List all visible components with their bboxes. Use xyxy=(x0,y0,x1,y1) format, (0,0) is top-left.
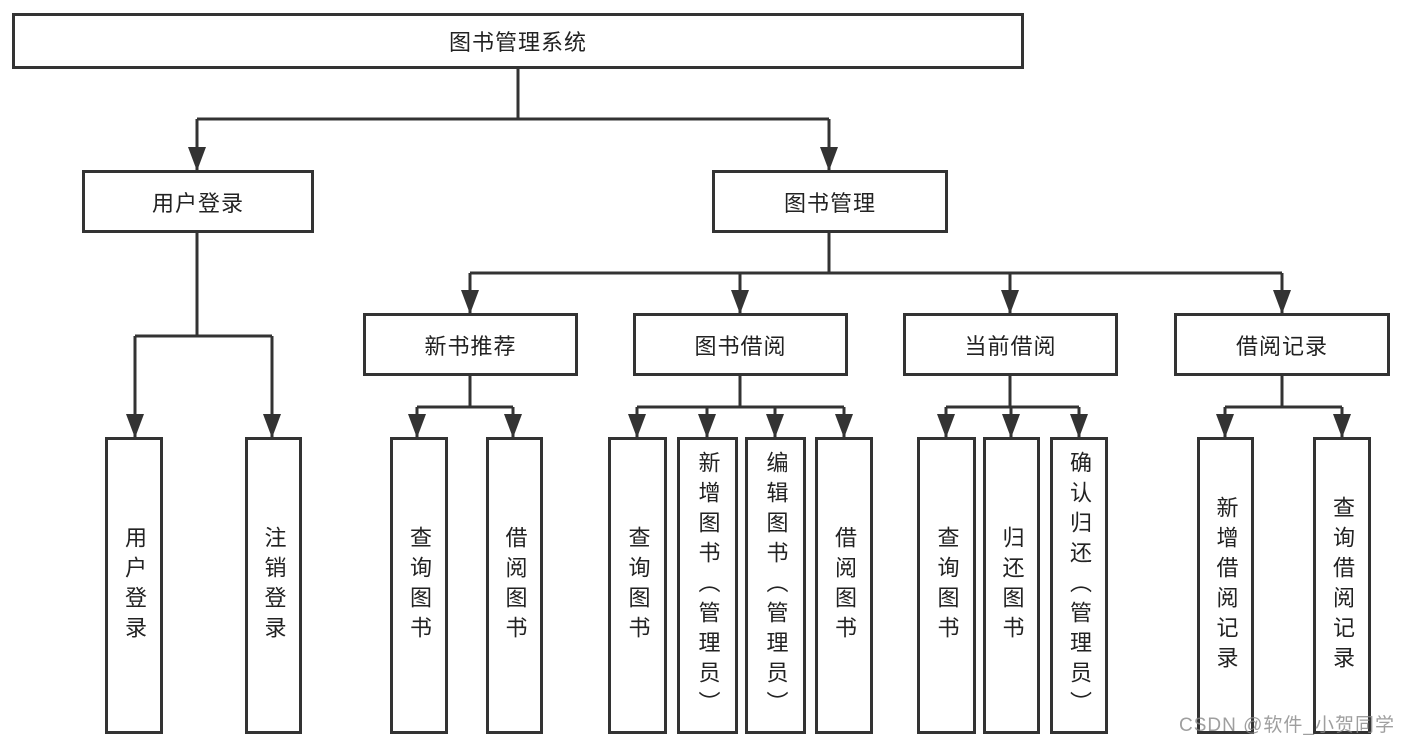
node-book-borrowing-label: 图书借阅 xyxy=(694,333,787,359)
csdn-watermark: CSDN @软件_小贺同学 xyxy=(1179,715,1395,736)
node-cb-query-books: 查询图书 xyxy=(917,437,976,734)
node-user-login-leaf: 用户登录 xyxy=(105,437,163,734)
node-logout-leaf: 注销登录 xyxy=(245,437,302,734)
node-cb-confirm-return-admin-label: 确认归还（管理员） xyxy=(1067,450,1092,721)
node-bb-query-books: 查询图书 xyxy=(608,437,667,734)
node-bb-query-books-label: 查询图书 xyxy=(625,525,651,646)
node-bb-add-books-admin: 新增图书（管理员） xyxy=(677,437,738,734)
node-bb-edit-books-admin-label: 编辑图书（管理员） xyxy=(763,450,789,721)
node-nb-query-books: 查询图书 xyxy=(390,437,448,734)
node-bb-add-books-admin-label: 新增图书（管理员） xyxy=(695,450,721,721)
node-br-add-record-label: 新增借阅记录 xyxy=(1213,495,1239,676)
node-br-query-record: 查询借阅记录 xyxy=(1313,437,1371,734)
node-current-borrowing: 当前借阅 xyxy=(903,313,1118,376)
node-logout-leaf-label: 注销登录 xyxy=(261,525,287,646)
node-book-management: 图书管理 xyxy=(712,170,948,233)
node-cb-query-books-label: 查询图书 xyxy=(934,525,960,646)
node-cb-return-books-label: 归还图书 xyxy=(999,525,1025,646)
node-new-book-recommend: 新书推荐 xyxy=(363,313,578,376)
node-nb-borrow-books: 借阅图书 xyxy=(486,437,543,734)
node-book-management-label: 图书管理 xyxy=(783,190,876,216)
node-user-login-leaf-label: 用户登录 xyxy=(122,525,147,646)
node-borrowing-records: 借阅记录 xyxy=(1174,313,1390,376)
node-br-query-record-label: 查询借阅记录 xyxy=(1330,495,1355,676)
node-bb-edit-books-admin: 编辑图书（管理员） xyxy=(745,437,806,734)
node-borrowing-records-label: 借阅记录 xyxy=(1235,333,1328,359)
node-current-borrowing-label: 当前借阅 xyxy=(964,333,1057,359)
node-user-login-label: 用户登录 xyxy=(151,190,244,216)
node-bb-borrow-books: 借阅图书 xyxy=(815,437,873,734)
node-new-book-recommend-label: 新书推荐 xyxy=(424,333,517,359)
node-cb-confirm-return-admin: 确认归还（管理员） xyxy=(1050,437,1108,734)
node-br-add-record: 新增借阅记录 xyxy=(1197,437,1254,734)
node-root: 图书管理系统 xyxy=(12,13,1024,69)
node-book-borrowing: 图书借阅 xyxy=(633,313,848,376)
node-cb-return-books: 归还图书 xyxy=(983,437,1040,734)
node-user-login: 用户登录 xyxy=(82,170,314,233)
node-nb-query-books-label: 查询图书 xyxy=(407,525,432,646)
node-bb-borrow-books-label: 借阅图书 xyxy=(832,525,857,646)
node-nb-borrow-books-label: 借阅图书 xyxy=(502,525,528,646)
node-root-label: 图书管理系统 xyxy=(448,30,587,55)
